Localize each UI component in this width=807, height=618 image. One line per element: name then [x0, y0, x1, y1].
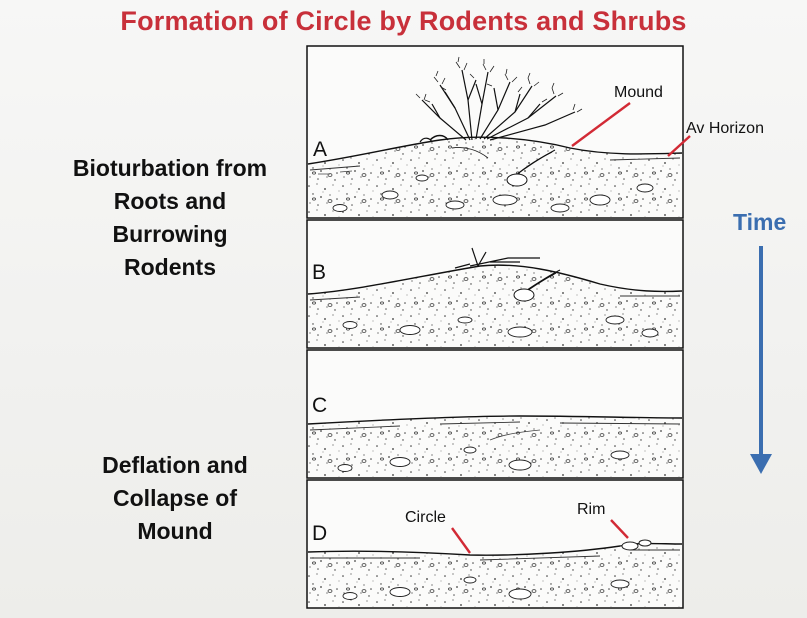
time-arrow	[750, 246, 772, 474]
panel-d	[307, 480, 683, 608]
panel-b	[307, 220, 683, 348]
rim-annotation: Rim	[577, 501, 605, 519]
circle-annotation: Circle	[405, 509, 446, 527]
mound-annotation: Mound	[614, 84, 663, 102]
panel-label-b: B	[312, 261, 326, 285]
panel-label-c: C	[312, 394, 327, 418]
panel-a	[307, 46, 683, 218]
panel-c	[307, 350, 683, 478]
av-horizon-annotation: Av Horizon	[686, 120, 764, 138]
panel-label-a: A	[313, 138, 327, 162]
panel-label-d: D	[312, 522, 327, 546]
